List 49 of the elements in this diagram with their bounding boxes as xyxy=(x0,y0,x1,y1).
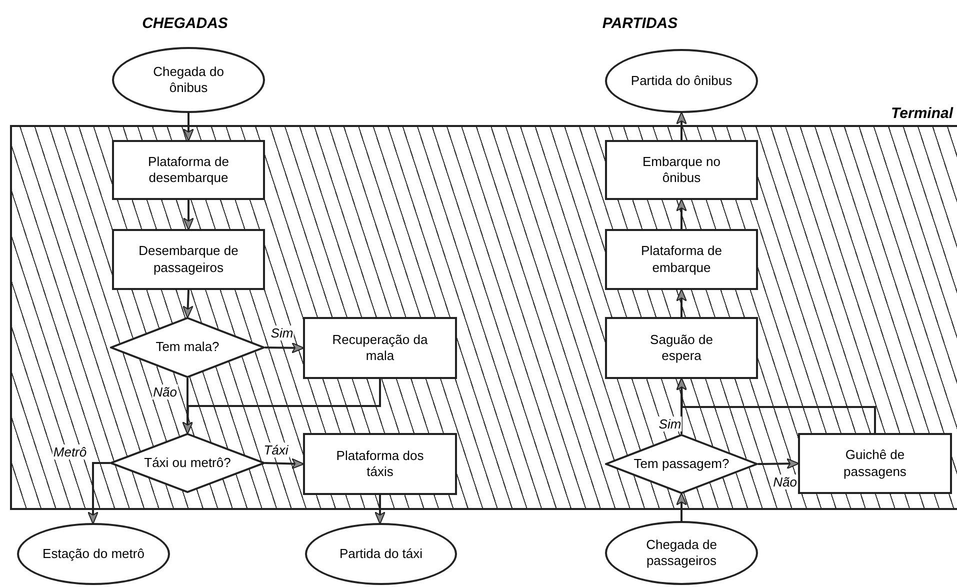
edge-label: Táxi xyxy=(262,442,290,458)
process-box xyxy=(112,229,265,290)
node-label: Partida do táxi xyxy=(339,546,423,562)
node-label: Plataforma de desembarque xyxy=(147,154,230,186)
decision-diamond xyxy=(605,434,758,494)
node-label: Desembarque de passageiros xyxy=(138,243,240,276)
node-label: Chegada de passageiros xyxy=(645,536,718,570)
node-label: Partida do ônibus xyxy=(630,72,732,90)
process-box xyxy=(112,140,265,200)
edge-label: Metrô xyxy=(52,444,88,460)
arrow xyxy=(676,112,687,140)
process-box xyxy=(605,140,758,200)
node-label: Recuperação da mala xyxy=(331,332,429,364)
arrow xyxy=(264,342,304,354)
arrow xyxy=(183,200,194,230)
node-label: Plataforma dos táxis xyxy=(335,448,425,480)
column-heading: CHEGADAS xyxy=(142,15,228,32)
decision-diamond xyxy=(110,433,265,493)
node-label: Táxi ou metrô? xyxy=(144,454,231,472)
edge-label: Sim xyxy=(658,416,682,432)
arrow xyxy=(676,492,687,521)
process-box xyxy=(303,433,457,495)
node-label: Tem mala? xyxy=(156,339,220,356)
process-box xyxy=(605,229,758,290)
arrow xyxy=(88,462,110,524)
node-label: Plataforma de embarque xyxy=(640,243,723,276)
arrow xyxy=(264,458,304,470)
edge-label: Não xyxy=(772,474,798,490)
arrow xyxy=(676,378,876,433)
decision-diamond xyxy=(110,317,265,378)
arrow xyxy=(676,288,687,317)
edge-label: Não xyxy=(152,384,178,400)
arrow xyxy=(183,113,194,142)
arrow xyxy=(182,290,194,318)
area-title: Terminal xyxy=(891,105,953,122)
node-label: Estação do metrô xyxy=(42,546,144,562)
node-label: Tem passagem? xyxy=(634,456,730,472)
process-box xyxy=(303,317,457,379)
process-box xyxy=(605,317,758,379)
node-label: Saguão de espera xyxy=(649,332,714,364)
arrow xyxy=(758,458,800,470)
arrow xyxy=(676,198,687,229)
process-box xyxy=(798,433,952,494)
node-label: Chegada do ônibus xyxy=(152,64,225,96)
node-label: Guichê de passagens xyxy=(842,447,908,480)
arrow xyxy=(374,495,386,524)
edge-label: Sim xyxy=(270,326,294,340)
column-heading: PARTIDAS xyxy=(602,15,678,32)
node-label: Embarque no ônibus xyxy=(641,154,722,186)
